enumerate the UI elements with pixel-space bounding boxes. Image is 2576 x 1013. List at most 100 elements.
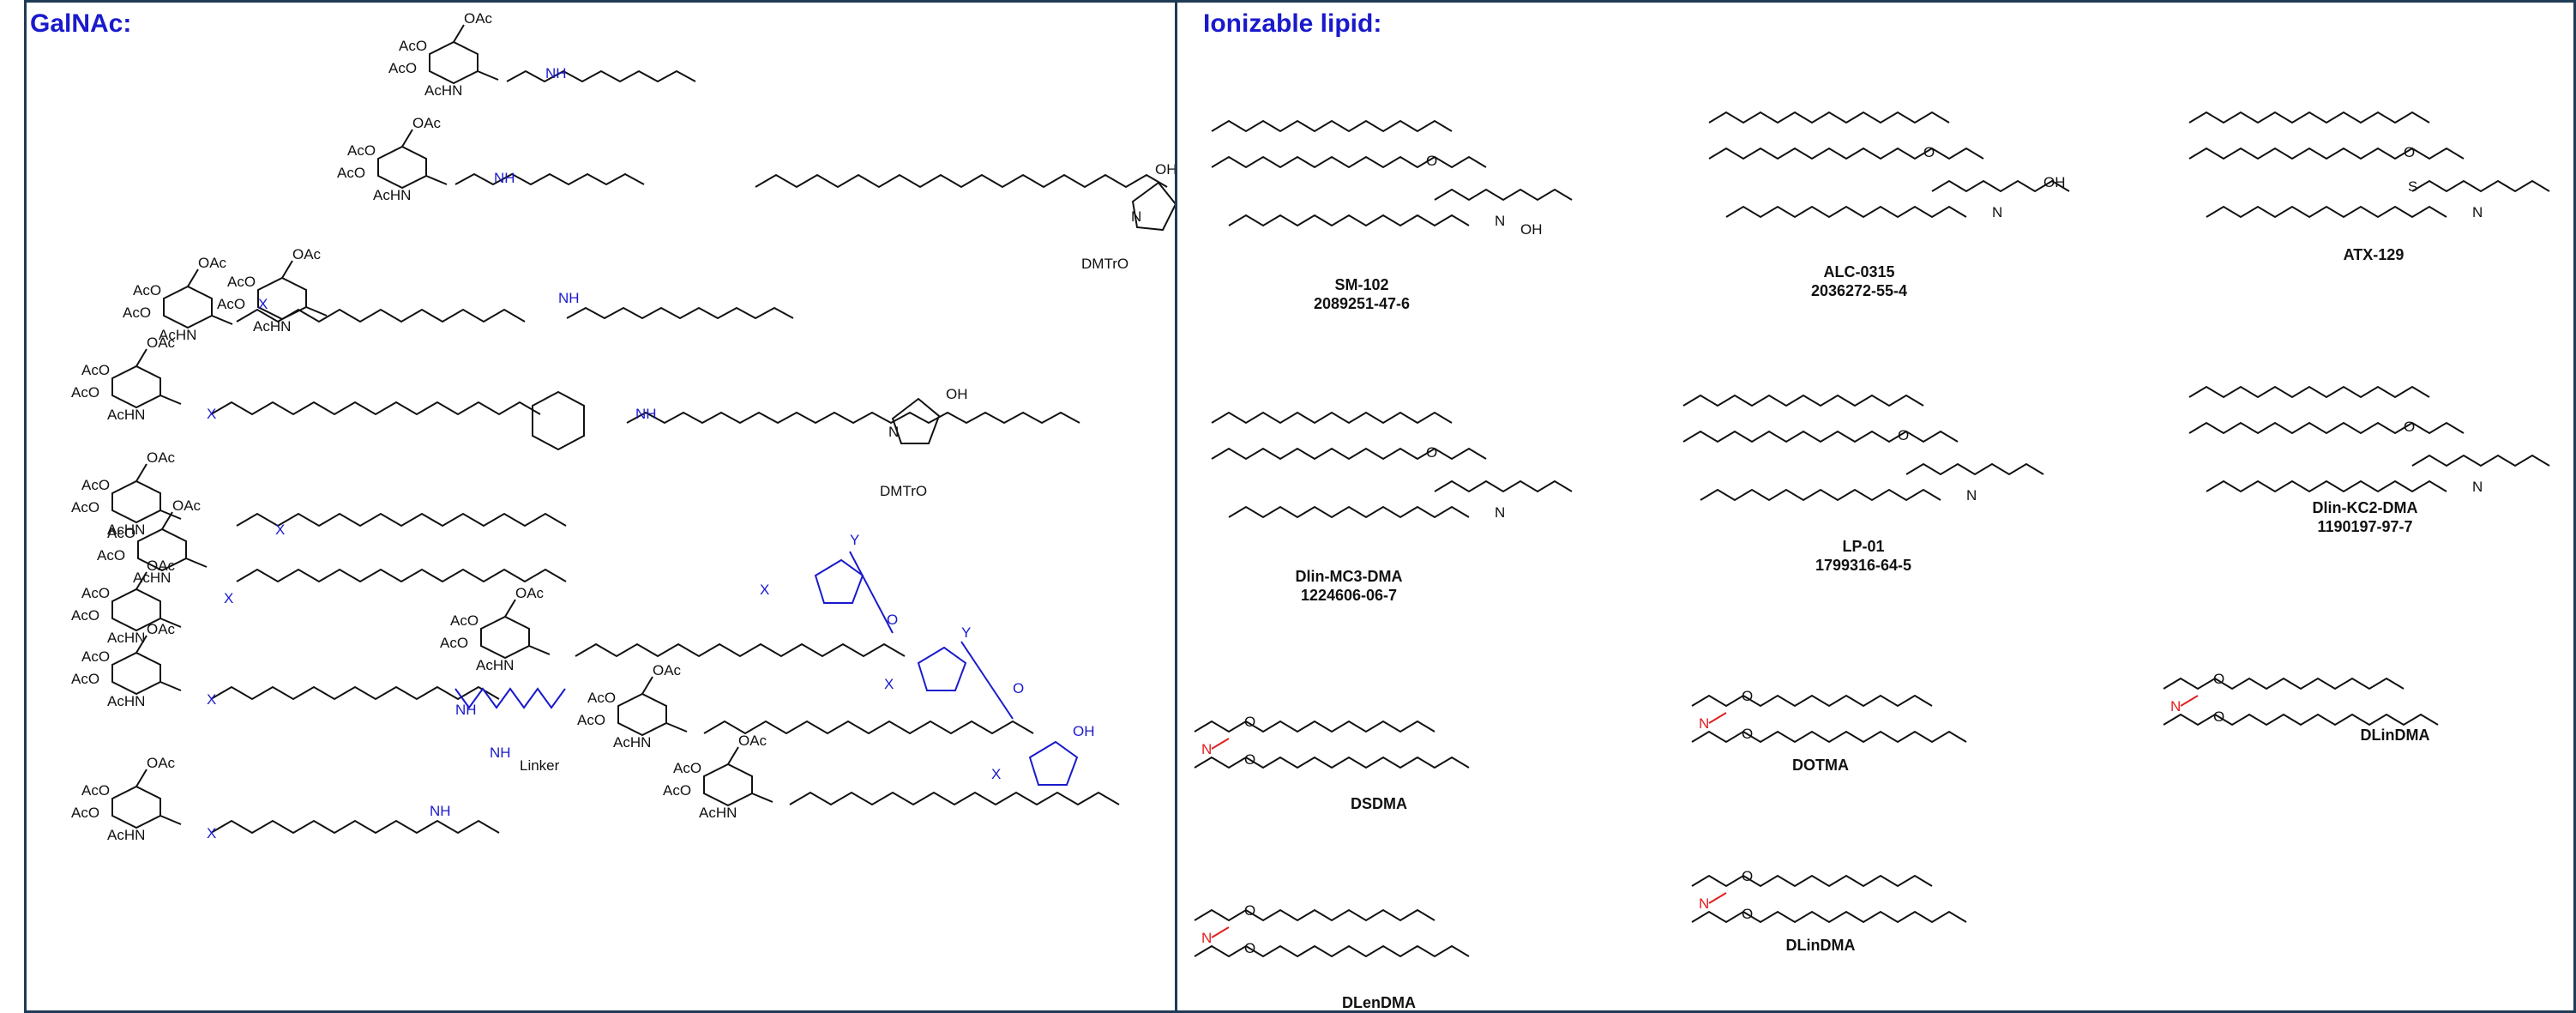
lipid-cas-label: 1799316-64-5 [1815, 557, 1911, 574]
lipid-tail [1682, 394, 1924, 407]
nh-label-blue-4: NH [635, 406, 657, 422]
sugar-aco-label-b-c1-0: AcO [388, 60, 417, 76]
nh-label-blue-5: NH [455, 702, 477, 718]
sugar-ch2-bond [135, 571, 147, 590]
sugar-oac-label-c3-0: OAc [147, 621, 176, 637]
galnac-sugar-ring [111, 769, 182, 829]
sugar-oac-label-c2-2: OAc [172, 497, 202, 514]
x-label-2: X [207, 406, 216, 422]
galnac-long-chain [755, 173, 1168, 189]
o-label-blue-1: O [887, 612, 898, 628]
sugar-aco-label-a-c3-1: AcO [81, 782, 110, 799]
prolinol-ring [814, 558, 864, 604]
sugar-oac-label-c3-1: OAc [147, 755, 176, 771]
nh-label-blue-3: NH [558, 290, 580, 306]
lipid-n-label: N [1966, 487, 1977, 503]
lipid-tail [1211, 119, 1453, 133]
sugar-oac-label-c3-4: OAc [738, 733, 767, 749]
sugar-aco-label-b-c2-3: AcO [71, 607, 99, 624]
galnac-sugar-ring [111, 348, 182, 409]
sugar-ring-bond [163, 285, 213, 329]
lipid-tail [1691, 694, 1933, 708]
sugar-oac-label-c3-3: OAc [653, 662, 682, 678]
sugar-ring-bond [703, 763, 753, 807]
lipid-o-label: O [1244, 902, 1255, 919]
sugar-aco-label-a-c3-4: AcO [673, 760, 701, 776]
lipid-amine-n-label: N [1201, 930, 1212, 946]
x-label-4: X [224, 590, 233, 606]
x-label-6: X [207, 825, 216, 841]
sugar-aco-label-a-c2-0: AcO [81, 362, 110, 378]
lipid-tail [1211, 411, 1453, 425]
lipid-name-label: DSDMA [1351, 795, 1407, 812]
lipid-structure [2188, 111, 2550, 219]
lipid-tail [2163, 713, 2439, 727]
sugar-ch2-bond [453, 24, 465, 43]
lipid-name-label: DLinDMA [2361, 727, 2430, 744]
lipid-structure [1194, 720, 1470, 769]
sugar-aco-label-a-c3-3: AcO [587, 690, 616, 706]
sugar-achn-label-c2-2: AcHN [133, 570, 171, 586]
sugar-achn-label-c3-0: AcHN [107, 693, 145, 709]
galnac-sugar-ring [257, 260, 328, 321]
lipid-amine-n-label: N [2170, 698, 2181, 715]
sugar-anomeric-bond [159, 681, 182, 691]
sugar-oac-label-c1-0: OAc [464, 10, 493, 27]
lipid-amine-n-label: N [1699, 895, 1709, 912]
sugar-aco-label-b-c1-3: AcO [217, 296, 245, 312]
galnac-sugar-ring [480, 599, 551, 660]
lipid-linker-chain [1931, 179, 2070, 193]
sugar-oac-label-c2-3: OAc [147, 558, 176, 574]
lipid-amine-n-label: N [1201, 741, 1212, 757]
lipid-linker-chain [1434, 479, 1573, 493]
sugar-ring-bond [377, 145, 427, 190]
sugar-anomeric-bond [477, 70, 499, 81]
galnac-sugar-ring [111, 635, 182, 696]
galnac-spacer-chain [703, 720, 1034, 735]
sugar-aco-label-a-c2-3: AcO [81, 585, 110, 601]
lipid-name-label: DOTMA [1792, 757, 1849, 774]
sugar-anomeric-bond [211, 315, 233, 325]
lipid-o-label: O [1742, 906, 1753, 922]
lipid-name-label: DLenDMA [1342, 994, 1416, 1010]
x-label-9: X [991, 766, 1001, 782]
lipid-panel-title: Ionizable lipid: [1203, 9, 1382, 38]
lipid-o-label: O [2213, 671, 2224, 687]
nh-label-blue-1: NH [545, 65, 567, 81]
galnac-spacer-chain [575, 642, 906, 658]
sugar-anomeric-bond [528, 645, 551, 655]
lipid-amine-n-label: N [1699, 715, 1709, 732]
lipid-o-label: O [1244, 714, 1255, 730]
lipid-structure [2188, 385, 2550, 493]
sugar-achn-label-c3-1: AcHN [107, 827, 145, 843]
lipid-structure [1691, 874, 1967, 924]
lipid-tail [1211, 155, 1487, 169]
sugar-anomeric-bond [665, 722, 688, 733]
sugar-ch2-bond [504, 599, 516, 618]
sugar-aco-label-b-c1-2: AcO [123, 305, 151, 321]
pyrrolidine-n-label-2: N [888, 424, 899, 440]
sugar-aco-label-b-c3-3: AcO [577, 712, 605, 728]
sugar-ch2-bond [281, 260, 293, 279]
sugar-achn-label-c2-3: AcHN [107, 630, 145, 646]
lipid-tail [1700, 488, 1941, 502]
galnac-panel-title: GalNAc: [30, 9, 132, 38]
pyrrolidine-ring [891, 397, 941, 444]
sugar-anomeric-bond [185, 558, 208, 568]
linker-label: Linker [520, 757, 560, 774]
prolinol-ring [1028, 740, 1079, 786]
lipid-tail [1228, 214, 1470, 227]
lipid-tail [2188, 147, 2465, 160]
galnac-spacer-chain [210, 401, 541, 416]
galnac-spacer-chain [236, 308, 526, 323]
galnac-sugar-ring [377, 129, 448, 190]
lipid-linker-chain [2411, 454, 2550, 467]
x-label-8: X [884, 676, 894, 692]
galnac-sugar-ring [429, 24, 499, 85]
lipid-tail [1691, 910, 1967, 924]
sugar-ch2-bond [187, 268, 199, 287]
galnac-spacer-chain [210, 685, 500, 701]
lipid-n-label: N [1495, 504, 1505, 521]
